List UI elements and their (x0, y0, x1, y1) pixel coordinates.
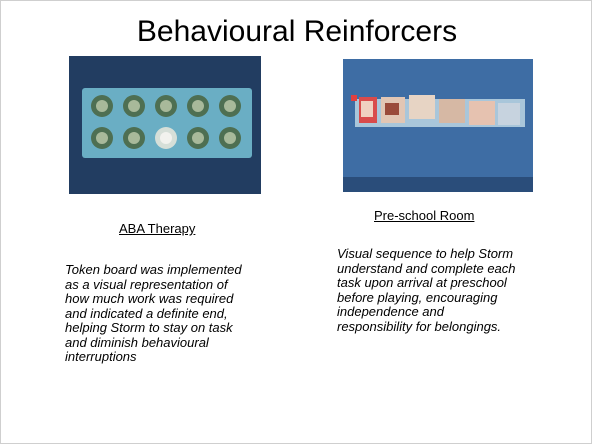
token-board-description: Token board was implemented as a visual … (65, 262, 305, 365)
token-center (128, 132, 140, 144)
description-line: helping Storm to stay on task (65, 320, 233, 335)
token-center (224, 132, 236, 144)
description-line: independence and (337, 304, 444, 319)
token-center (160, 100, 172, 112)
preschool-room-caption: Pre-school Room (374, 208, 475, 223)
description-line: task upon arrival at preschool (337, 275, 507, 290)
token-center (224, 100, 236, 112)
description-line: understand and complete each (337, 260, 516, 276)
token-center (192, 100, 204, 112)
description-line: how much work was required (65, 291, 234, 306)
token-center (160, 132, 172, 144)
visual-sequence-photo (343, 59, 533, 192)
description-line: and diminish behavioural (65, 334, 209, 350)
description-line: Visual sequence to help Storm (337, 246, 514, 261)
slide-title: Behavioural Reinforcers (136, 15, 458, 48)
description-line: Token board was implemented (65, 262, 242, 277)
token-center (96, 132, 108, 144)
description-line: and indicated a definite end, (65, 305, 228, 321)
aba-therapy-caption: ABA Therapy (119, 221, 196, 236)
description-line: responsibility for belongings. (337, 318, 502, 334)
description-line: before playing, encouraging (337, 289, 498, 305)
description-line: interruptions (65, 349, 137, 364)
token-center (192, 132, 204, 144)
description-line: as a visual representation of (65, 276, 228, 292)
token-center (128, 100, 140, 112)
visual-sequence-description: Visual sequence to help Storm understand… (337, 246, 577, 334)
token-board-photo (69, 56, 261, 194)
token-board-image (69, 56, 261, 194)
token-center (96, 100, 108, 112)
visual-sequence-image (343, 59, 533, 192)
